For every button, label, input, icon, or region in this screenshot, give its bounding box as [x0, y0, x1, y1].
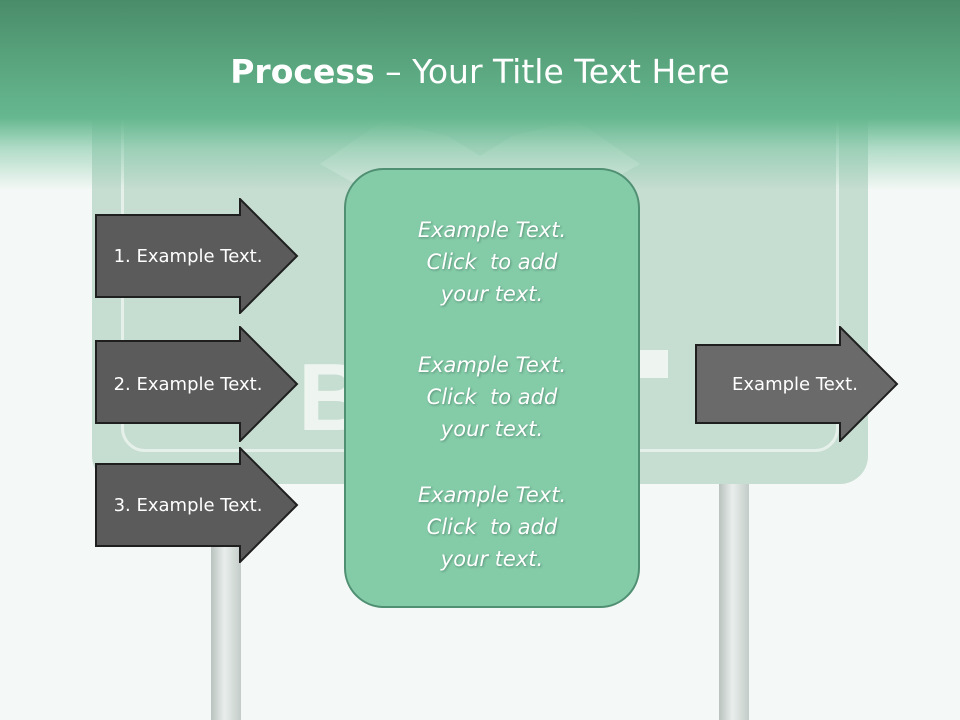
text-line: Example Text. [417, 218, 567, 242]
text-block-3: Example Text. Click to add your text. [346, 479, 638, 575]
process-step-3-label: 3. Example Text. [113, 494, 263, 516]
text-line: your text. [440, 547, 544, 571]
text-line: your text. [440, 282, 544, 306]
text-line: your text. [440, 417, 544, 441]
text-line: Click to add [426, 515, 558, 539]
title-band [0, 0, 960, 190]
result-arrow-label: Example Text. [732, 373, 858, 395]
arrow-shape-icon [695, 326, 899, 442]
process-step-1-label: 1. Example Text. [113, 245, 263, 267]
sign-post-right [719, 484, 749, 720]
title-bold: Process [230, 52, 375, 91]
arrow-shape-icon [95, 447, 299, 563]
text-line: Click to add [426, 385, 558, 409]
process-step-3-arrow[interactable]: 3. Example Text. [95, 447, 299, 563]
text-block-2: Example Text. Click to add your text. [346, 349, 638, 445]
arrow-shape-icon [95, 326, 299, 442]
text-block-1: Example Text. Click to add your text. [346, 214, 638, 310]
text-line: Example Text. [417, 483, 567, 507]
text-line: Click to add [426, 250, 558, 274]
center-text-box[interactable]: Example Text. Click to add your text. Ex… [344, 168, 640, 608]
arrow-shape-icon [95, 198, 299, 314]
process-step-1-arrow[interactable]: 1. Example Text. [95, 198, 299, 314]
slide-title[interactable]: Process – Your Title Text Here [0, 52, 960, 91]
text-line: Example Text. [417, 353, 567, 377]
title-rest: – Your Title Text Here [374, 52, 730, 91]
result-arrow[interactable]: Example Text. [695, 326, 899, 442]
process-step-2-arrow[interactable]: 2. Example Text. [95, 326, 299, 442]
process-step-2-label: 2. Example Text. [113, 373, 263, 395]
